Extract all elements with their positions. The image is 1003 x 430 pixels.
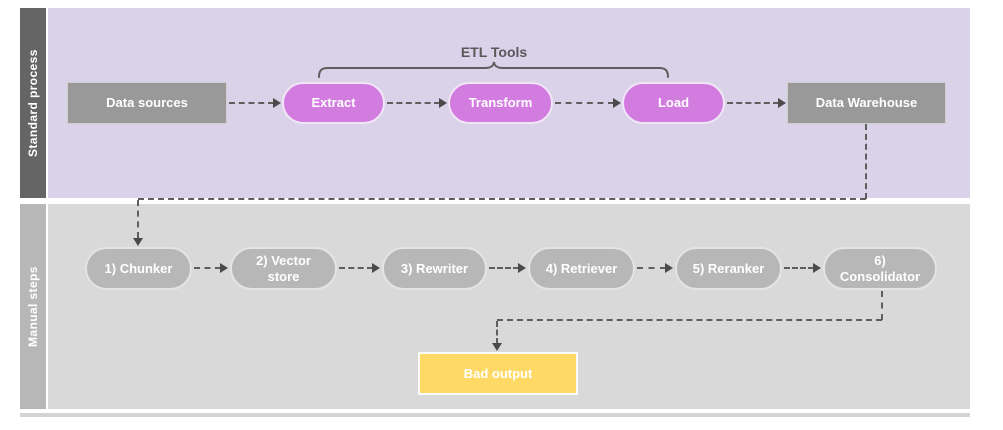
- node-data-sources: Data sources: [67, 82, 227, 124]
- arrowhead-right-icon: [813, 263, 821, 273]
- node-load: Load: [622, 82, 725, 124]
- arrow-reranker-consolidator: [784, 263, 821, 273]
- node-reranker: 5) Reranker: [675, 247, 782, 290]
- arrowhead-right-icon: [439, 98, 447, 108]
- arrow-transform-load: [555, 98, 621, 108]
- node-retriever: 4) Retriever: [528, 247, 635, 290]
- connector-consolidator-badoutput-segment: [881, 291, 883, 320]
- arrow-datasources-extract: [229, 98, 281, 108]
- connector-consolidator-badoutput-segment: [496, 321, 498, 344]
- arrowhead-down-icon: [133, 238, 143, 246]
- arrow-rewriter-retriever: [489, 263, 526, 273]
- curly-brace: [318, 61, 669, 78]
- cropped-third-lane-edge: [20, 413, 970, 417]
- node-bad-output: Bad output: [418, 352, 578, 395]
- arrowhead-right-icon: [220, 263, 228, 273]
- arrowhead-down-icon: [492, 343, 502, 351]
- arrowhead-right-icon: [665, 263, 673, 273]
- arrowhead-right-icon: [273, 98, 281, 108]
- arrow-load-warehouse: [727, 98, 786, 108]
- node-chunker: 1) Chunker: [85, 247, 192, 290]
- arrowhead-right-icon: [778, 98, 786, 108]
- arrowhead-right-icon: [518, 263, 526, 273]
- arrow-retriever-reranker: [637, 263, 673, 273]
- node-data-warehouse: Data Warehouse: [787, 82, 946, 124]
- connector-consolidator-badoutput-segment: [497, 319, 882, 321]
- arrow-chunker-vector: [194, 263, 228, 273]
- node-rewriter: 3) Rewriter: [382, 247, 487, 290]
- arrow-extract-transform: [387, 98, 447, 108]
- node-vector-store: 2) Vector store: [230, 247, 337, 290]
- arrow-vector-rewriter: [339, 263, 380, 273]
- connector-warehouse-chunker-segment: [865, 124, 867, 199]
- arrowhead-right-icon: [372, 263, 380, 273]
- node-extract: Extract: [282, 82, 385, 124]
- arrowhead-right-icon: [613, 98, 621, 108]
- connector-warehouse-chunker-segment: [138, 198, 866, 200]
- etl-tools-group-label: ETL Tools: [460, 44, 528, 60]
- node-consolidator: 6) Consolidator: [823, 247, 937, 290]
- lane-label-manual-steps: Manual steps: [20, 204, 46, 409]
- node-transform: Transform: [448, 82, 553, 124]
- connector-warehouse-chunker-segment: [137, 200, 139, 238]
- lane-label-standard-process: Standard process: [20, 8, 46, 198]
